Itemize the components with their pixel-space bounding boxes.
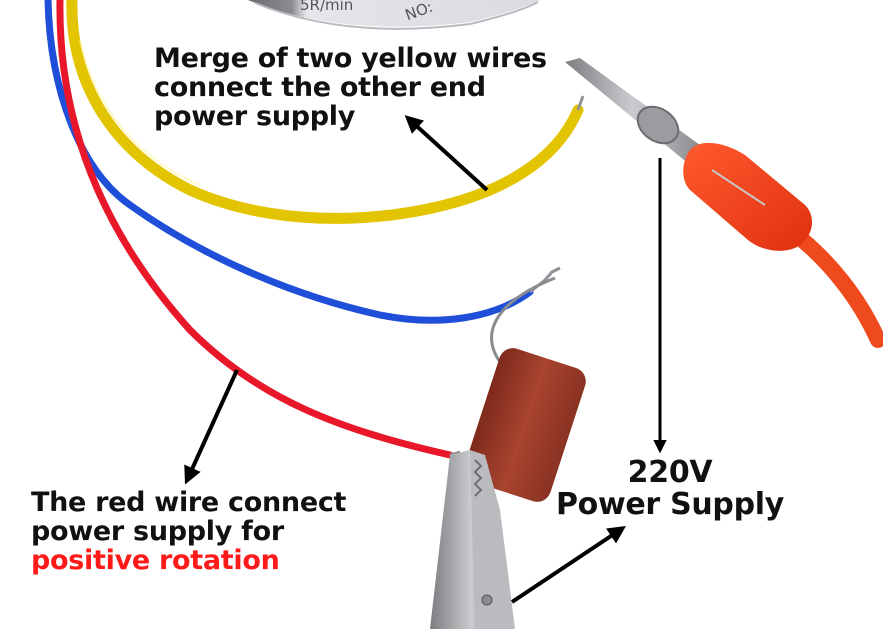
- clip-handle-slot: [711, 169, 766, 206]
- clip-jaw-front: [470, 450, 515, 629]
- motor: [248, 0, 540, 30]
- red-cable: [782, 222, 883, 348]
- top-alligator-clip: [565, 58, 883, 348]
- clip-rivet: [481, 594, 493, 606]
- motor-rim: [254, 1, 539, 30]
- yellow-wire: [66, 0, 584, 224]
- motor-body: [248, 0, 540, 27]
- power-supply-annotation: 220V Power Supply: [555, 457, 785, 520]
- annotation-line: The red wire connect: [31, 487, 347, 518]
- arrow-red-wire: [184, 369, 239, 485]
- red-wire-annotation: The red wire connect power supply for po…: [31, 487, 347, 577]
- arrow-bottom-clip: [510, 526, 626, 604]
- bottom-alligator-clip: [430, 450, 515, 629]
- capacitor: [464, 276, 586, 502]
- red-wire: [56, 0, 454, 459]
- blue-wire: [44, 0, 534, 324]
- clip-red-handle: [683, 142, 813, 251]
- voltage-label: 220V: [627, 455, 713, 490]
- clip-metal-body: [565, 58, 700, 165]
- annotation-line: Merge of two yellow wires: [154, 43, 547, 74]
- annotation-line: power supply for: [31, 516, 284, 548]
- annotation-highlight: positive rotation: [31, 545, 280, 577]
- clip-teeth: [473, 459, 483, 497]
- annotation-line: connect the other end: [154, 72, 486, 104]
- capacitor-lead: [490, 276, 556, 363]
- yellow-wire-strands: [576, 95, 585, 111]
- annotation-arrows: [184, 115, 667, 604]
- clip-barrel: [636, 105, 680, 145]
- wires: [44, 0, 585, 459]
- motor-speed-text: 5R/min: [300, 0, 354, 14]
- annotation-line: power supply: [154, 101, 356, 133]
- capacitor-body: [464, 348, 586, 502]
- arrow-yellow-wires: [404, 115, 489, 192]
- yellow-wires-annotation: Merge of two yellow wires connect the ot…: [154, 43, 547, 133]
- power-supply-label: Power Supply: [555, 486, 785, 522]
- yellow-wire-highlight: [79, 39, 201, 186]
- red-wire-strands: [449, 450, 461, 457]
